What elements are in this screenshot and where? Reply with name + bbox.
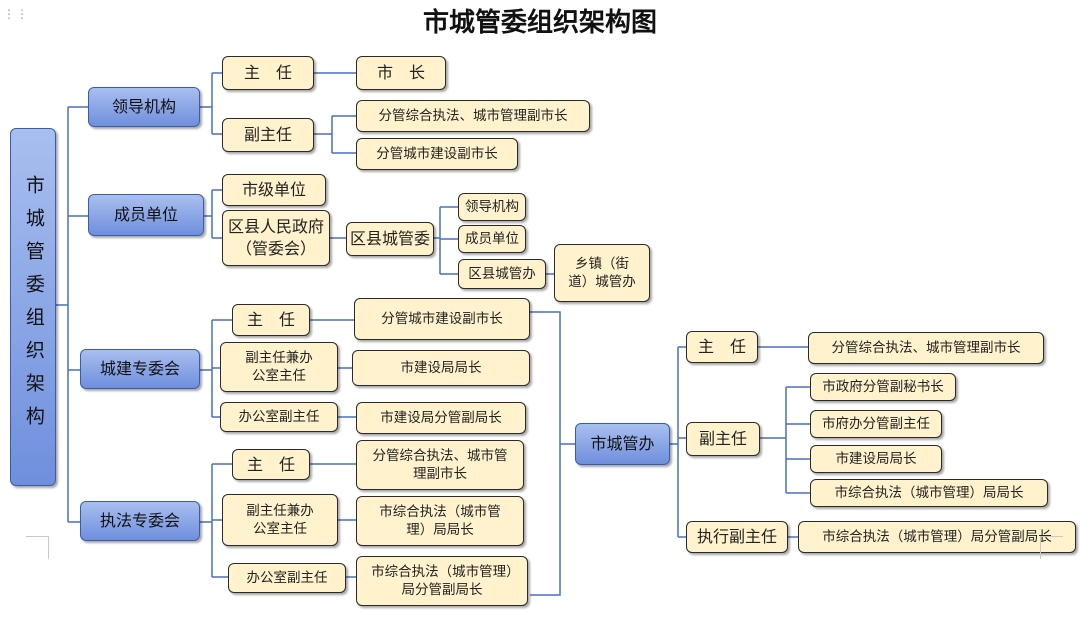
leadership-deputy-box[interactable]: 副主任: [222, 118, 314, 152]
uc-director-role-box[interactable]: 分管城市建设副市长: [354, 298, 530, 340]
le-director-role-box[interactable]: 分管综合执法、城市管理副市长: [356, 440, 524, 490]
office-deputy-4-box[interactable]: 市综合执法（城市管理）局局长: [810, 479, 1048, 507]
members-box[interactable]: 成员单位: [88, 194, 204, 236]
office-deputy-3-box[interactable]: 市建设局局长: [810, 445, 942, 473]
office-deputy-1-box[interactable]: 市政府分管副秘书长: [810, 373, 956, 401]
office-exec-deputy-box[interactable]: 执行副主任: [686, 521, 788, 553]
le-deputy-role-box[interactable]: 市综合执法（城市管理）局局长: [356, 496, 524, 546]
sub-leadership-box[interactable]: 领导机构: [458, 193, 526, 221]
leadership-box[interactable]: 领导机构: [88, 87, 200, 127]
uc-deputy-box[interactable]: 副主任兼办公室主任: [220, 342, 338, 392]
leadership-deputy-2-box[interactable]: 分管城市建设副市长: [356, 138, 518, 170]
office-deputy-2-box[interactable]: 市府办分管副主任: [810, 410, 942, 438]
city-units-box[interactable]: 市级单位: [222, 174, 326, 206]
le-office-deputy-role-box[interactable]: 市综合执法（城市管理）局分管副局长: [356, 556, 528, 606]
office-director-box[interactable]: 主 任: [686, 331, 758, 363]
le-deputy-box[interactable]: 副主任兼办公室主任: [222, 494, 338, 546]
uc-deputy-role-box[interactable]: 市建设局局长: [352, 350, 530, 386]
office-exec-deputy-role-box[interactable]: 市综合执法（城市管理）局分管副局长: [798, 521, 1076, 553]
office-box[interactable]: 市城管办: [575, 423, 670, 465]
office-director-role-box[interactable]: 分管综合执法、城市管理副市长: [808, 332, 1044, 364]
uc-office-deputy-role-box[interactable]: 市建设局分管副局长: [356, 402, 526, 434]
office-deputy-box[interactable]: 副主任: [686, 422, 760, 456]
district-office-box[interactable]: 区县城管办: [458, 259, 546, 289]
page-corner-mark: [26, 536, 49, 559]
root-box[interactable]: 市城管委组织架构: [10, 128, 56, 486]
uc-director-box[interactable]: 主 任: [232, 304, 310, 336]
leadership-director-box[interactable]: 主 任: [222, 56, 314, 90]
leadership-deputy-1-box[interactable]: 分管综合执法、城市管理副市长: [356, 100, 590, 132]
drag-handle-icon[interactable]: ⋮⋮: [3, 7, 29, 21]
district-committee-box[interactable]: 区县城管委: [346, 222, 434, 256]
district-gov-box[interactable]: 区县人民政府（管委会）: [222, 210, 330, 266]
page-corner-mark: [1040, 536, 1063, 559]
law-enforcement-box[interactable]: 执法专委会: [80, 501, 200, 541]
urban-construction-box[interactable]: 城建专委会: [80, 349, 200, 389]
le-office-deputy-box[interactable]: 办公室副主任: [228, 563, 346, 593]
town-office-box[interactable]: 乡镇（街道）城管办: [554, 244, 650, 302]
diagram-title: 市城管委组织架构图: [422, 8, 657, 38]
uc-office-deputy-box[interactable]: 办公室副主任: [220, 402, 338, 432]
sub-members-box[interactable]: 成员单位: [458, 225, 526, 253]
le-director-box[interactable]: 主 任: [232, 449, 310, 480]
mayor-box[interactable]: 市 长: [356, 56, 446, 90]
